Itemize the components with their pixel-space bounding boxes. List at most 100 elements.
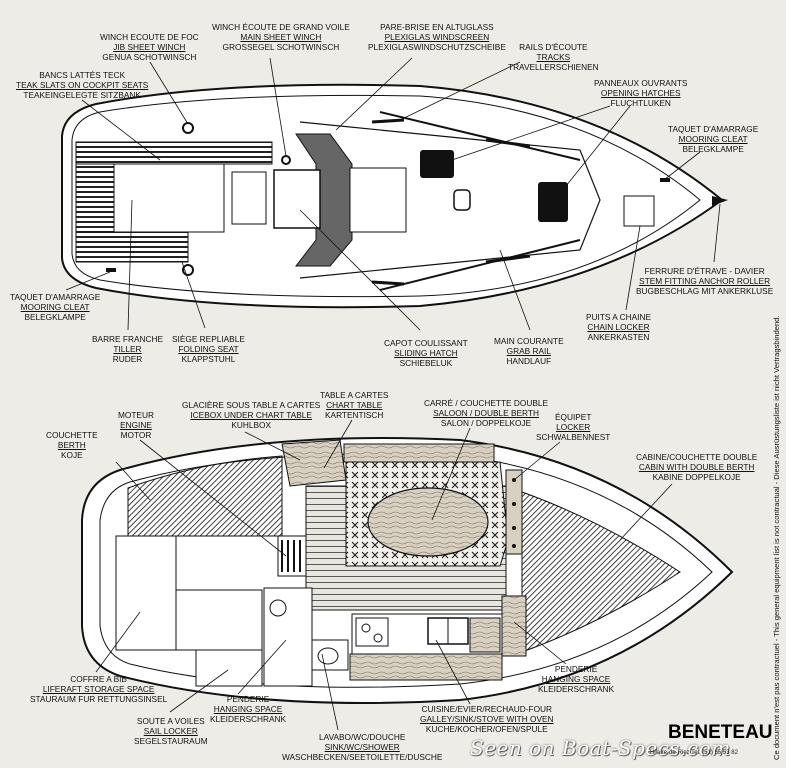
cockpit-seat-slats-top [75,141,273,165]
label-mooring-cleat-bow-de: BELEGKLAMPE [682,144,744,154]
interior-leader-lines [95,419,673,731]
label-cabin-en: CABIN WITH DOUBLE BERTH [638,462,755,472]
label-main-winch-fr: WINCH ÉCOUTE DE GRAND VOILE [212,22,350,32]
saloon-table [367,487,489,557]
label-mooring-cleat-bow-fr: TAQUET D'AMARRAGE [668,124,759,134]
label-sail-locker-fr: SOUTE A VOILES [136,716,205,726]
cockpit-seat-slats-bottom [75,231,189,263]
label-tiller-fr: BARRE FRANCHE [92,334,163,344]
opening-hatch-fwd [538,182,568,222]
stove [355,617,389,647]
label-saloon-en: SALOON / DOUBLE BERTH [433,408,539,418]
mooring-cleat-stern [106,268,116,272]
label-hatches-fr: PANNEAUX OUVRANTS [594,78,688,88]
label-liferaft-de: STAURAUM FUR RETTUNGSINSEL [30,694,168,704]
watermark: Seen on Boat-Specs.com [470,736,731,760]
label-main-winch-en: MAIN SHEET WINCH [240,32,322,42]
label-stem-fitting-de: BUGBESCHLAG MIT ANKERKLUSE [636,286,774,296]
brand-address: Hilaire-de-Riez Tel. (51) 55 53 82 [650,750,738,756]
label-grab-rail-fr: MAIN COURANTE [494,336,564,346]
label-berth-fr: COUCHETTE [46,430,98,440]
label-tracks-en: TRACKS [536,52,571,62]
label-icebox-de: KUHLBOX [231,420,271,430]
label-folding-seat: SIÈGE REPLIABLE FOLDING SEAT KLAPPSTUHL [172,334,245,364]
sail-locker [195,649,263,687]
forward-locker [505,469,523,555]
label-galley-en: GALLEY/SINK/STOVE WITH OVEN [420,714,554,724]
label-locker-de: SCHWALBENNEST [536,432,611,442]
label-sliding-hatch: CAPOT COULISSANT SLIDING HATCH SCHIEBELU… [384,338,468,368]
label-tiller-en: TILLER [113,344,142,354]
label-teak-slats: BANCS LATTÉS TECK TEAK SLATS ON COCKPIT … [16,70,148,100]
label-hatches: PANNEAUX OUVRANTS OPENING HATCHES FLUCHT… [594,78,687,108]
opening-hatch-aft [420,150,454,178]
label-head-en: SINK/WC/SHOWER [324,742,400,752]
label-sail-locker: SOUTE A VOILES SAIL LOCKER SEGELSTAURAUM [134,716,208,746]
label-grab-rail: MAIN COURANTE GRAB RAIL HANDLAUF [494,336,564,366]
label-folding-seat-en: FOLDING SEAT [178,344,239,354]
label-stem-fitting-fr: FERRURE D'ÉTRAVE - DAVIER [644,266,765,276]
label-hanging-space-aft: PENDERIE HANGING SPACE KLEIDERSCHRANK [210,694,286,724]
label-grab-rail-en: GRAB RAIL [506,346,551,356]
label-sliding-hatch-de: SCHIEBELUK [399,358,453,368]
label-teak-slats-en: TEAK SLATS ON COCKPIT SEATS [16,80,149,90]
label-stem-fitting-en: STEM FITTING ANCHOR ROLLER [639,276,771,286]
label-chain-locker-en: CHAIN LOCKER [587,322,650,332]
hanging-locker-fwd [501,595,527,657]
label-berth: COUCHETTE BERTH KOJE [46,430,98,460]
label-grab-rail-de: HANDLAUF [506,356,552,366]
label-mooring-cleat-bow: TAQUET D'AMARRAGE MOORING CLEAT BELEGKLA… [668,124,758,154]
mooring-cleat-bow [660,178,670,182]
brand-logo: BENETEAU [668,722,773,743]
label-icebox: GLACIÈRE SOUS TABLE A CARTES ICEBOX UNDE… [182,400,320,430]
label-sail-locker-en: SAIL LOCKER [143,726,198,736]
aft-berth [127,455,283,537]
forward-berth [521,491,681,653]
label-chart-table-fr: TABLE A CARTES [320,390,389,400]
label-folding-seat-fr: SIÈGE REPLIABLE [172,334,245,344]
label-teak-slats-fr: BANCS LATTÉS TECK [39,70,126,80]
label-icebox-fr: GLACIÈRE SOUS TABLE A CARTES [182,400,321,410]
label-stem-fitting: FERRURE D'ÉTRAVE - DAVIER STEM FITTING A… [636,266,773,296]
label-windscreen-en: PLEXIGLAS WINDSCREEN [384,32,490,42]
label-hatches-en: OPENING HATCHES [600,88,681,98]
label-head-fr: LAVABO/WC/DOUCHE [319,732,406,742]
label-galley: CUISINE/EVIER/RECHAUD-FOUR GALLEY/SINK/S… [420,704,554,734]
label-tiller-de: RUDER [112,354,143,364]
label-cabin-fr: CABINE/COUCHETTE DOUBLE [636,452,758,462]
label-liferaft-en: LIFERAFT STORAGE SPACE [42,684,155,694]
label-tiller: BARRE FRANCHE TILLER RUDER [92,334,163,364]
deck-plan [61,83,728,309]
disclaimer-note: Ce document n'est pas contractuel - This… [772,315,781,760]
label-tracks-fr: RAILS D'ÉCOUTE [519,42,588,52]
label-chart-table-de: KARTENTISCH [325,410,384,420]
label-chain-locker: PUITS A CHAINE CHAIN LOCKER ANKERKASTEN [586,312,651,342]
label-hanging-space-aft-de: KLEIDERSCHRANK [210,714,287,724]
label-hanging-space-aft-fr: PENDERIE [226,694,270,704]
cockpit-floor [113,163,225,233]
stem-fitting [712,196,728,206]
label-teak-slats-de: TEAKEINGELEGTE SITZBANK [23,90,141,100]
grab-rail-top [379,111,581,161]
label-saloon-fr: CARRÉ / COUCHETTE DOUBLE [424,398,549,408]
label-galley-de: KUCHE/KOCHER/OFEN/SPULE [425,724,548,734]
label-liferaft: COFFRE A BIB LIFERAFT STORAGE SPACE STAU… [30,674,167,704]
label-mooring-cleat-stern-fr: TAQUET D'AMARRAGE [10,292,101,302]
track-top [371,118,405,124]
head-compartment [263,587,313,687]
label-jib-winch-en: JIB SHEET WINCH [113,42,186,52]
label-chart-table-en: CHART TABLE [326,400,383,410]
label-sliding-hatch-fr: CAPOT COULISSANT [384,338,468,348]
label-locker: ÉQUIPET LOCKER SCHWALBENNEST [536,412,610,442]
label-head: LAVABO/WC/DOUCHE SINK/WC/SHOWER WASCHBEC… [282,732,442,762]
label-sail-locker-de: SEGELSTAURAUM [134,736,208,746]
label-hanging-space-fwd: PENDERIE HANGING SPACE KLEIDERSCHRANK [538,664,614,694]
label-mooring-cleat-stern: TAQUET D'AMARRAGE MOORING CLEAT BELEGKLA… [10,292,100,322]
label-jib-winch-de: GENUA SCHOTWINSCH [102,52,197,62]
deck-leader-lines [65,57,721,331]
grab-rail-bottom [379,239,581,291]
label-saloon-de: SALON / DOPPELKOJE [440,418,532,428]
label-berth-de: KOJE [60,450,83,460]
label-tracks-de: TRAVELLERSCHIENEN [508,62,599,72]
